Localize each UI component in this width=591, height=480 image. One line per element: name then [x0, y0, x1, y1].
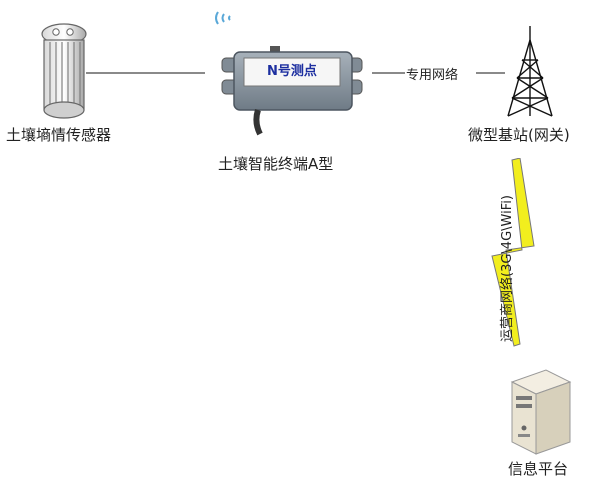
radio-tower-icon: [507, 26, 553, 117]
terminal-node: N号测点: [214, 8, 374, 140]
terminal-box-icon: [221, 46, 363, 136]
soil-sensor-label: 土壤墒情传感器: [6, 126, 112, 144]
tower-label: 微型基站(网关): [468, 126, 570, 144]
terminal-box-text: N号测点: [267, 64, 317, 79]
carrier-network-label: 运营商网络(3G\4G\WiFi): [500, 195, 515, 342]
private-network-label: 专用网络: [406, 68, 459, 83]
soil-sensor-icon: [41, 23, 87, 119]
lightning-bolt-icon: [491, 158, 535, 347]
wifi-signal-icon: [215, 11, 231, 25]
server-node: [502, 368, 572, 458]
terminal-label: 土壤智能终端A型: [218, 155, 334, 173]
tower-node: [500, 24, 560, 120]
server-icon: [510, 369, 572, 455]
soil-sensor-node: [40, 22, 96, 122]
server-label: 信息平台: [508, 460, 569, 478]
